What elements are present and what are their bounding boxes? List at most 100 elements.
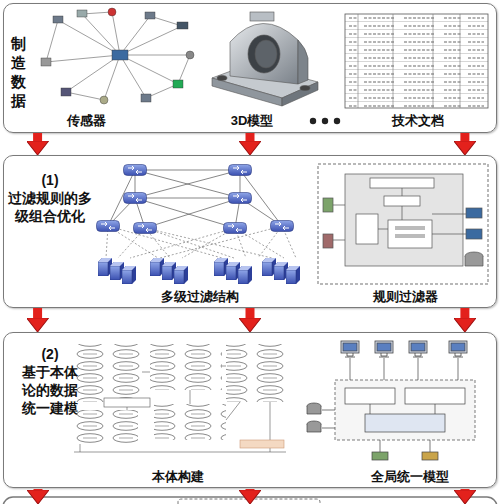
rule-filter-figure bbox=[345, 174, 463, 266]
image-caption: 3D模型 bbox=[187, 113, 317, 129]
server-cluster bbox=[274, 262, 288, 280]
pillow-block-model bbox=[282, 82, 318, 106]
network-switch bbox=[97, 221, 120, 232]
next-stage-panel bbox=[3, 497, 497, 504]
unified-model-figure bbox=[409, 341, 427, 357]
server-cluster bbox=[98, 258, 112, 276]
network-switch bbox=[124, 193, 147, 204]
unified-model-figure bbox=[307, 406, 321, 414]
pillow-block-model bbox=[255, 40, 277, 68]
rule-filter-figure bbox=[332, 188, 466, 240]
panel-heading: (2)基于本体论的数据统一建模 bbox=[20, 345, 80, 417]
sensor-device bbox=[100, 96, 108, 104]
rule-filter-figure bbox=[395, 234, 425, 238]
pillow-block-model bbox=[212, 78, 282, 106]
sensor-device bbox=[41, 8, 194, 104]
stage-panel: (1)过滤规则的多级组合优化 bbox=[3, 155, 497, 308]
unified-model-figure bbox=[449, 341, 467, 357]
pillow-block-model bbox=[298, 40, 308, 84]
unified-model-figure bbox=[307, 421, 321, 427]
network-switch bbox=[134, 223, 157, 234]
server-cluster bbox=[214, 258, 228, 276]
network-switch bbox=[224, 223, 247, 234]
image-caption: 规则过滤器 bbox=[340, 289, 470, 305]
next-stage-panel bbox=[178, 499, 320, 504]
unified-model-figure bbox=[405, 388, 465, 404]
network-switch bbox=[271, 221, 294, 232]
panel-title: 制造数据 bbox=[9, 34, 27, 110]
flow-arrow bbox=[460, 133, 469, 141]
filter-network-links bbox=[108, 170, 282, 228]
unified-model-figure bbox=[341, 341, 359, 357]
unified-model-figure bbox=[372, 452, 388, 460]
server-cluster bbox=[150, 258, 164, 276]
pillow-block-model bbox=[248, 35, 280, 73]
server-cluster bbox=[162, 262, 176, 280]
server-cluster bbox=[226, 262, 240, 280]
ontology-chart bbox=[74, 366, 286, 452]
tech-doc-table bbox=[345, 14, 488, 108]
panel-heading: (1)过滤规则的多级组合优化 bbox=[6, 171, 94, 225]
rule-filter-figure bbox=[323, 198, 333, 212]
unified-model-figure bbox=[307, 403, 321, 409]
unified-model-figure bbox=[335, 380, 475, 440]
tech-doc-table bbox=[345, 14, 488, 108]
server-cluster bbox=[110, 262, 124, 280]
ontology-chart bbox=[240, 440, 284, 448]
image-caption: 本体构建 bbox=[113, 469, 243, 485]
network-switch bbox=[229, 193, 252, 204]
outgoing-arrows bbox=[246, 489, 255, 490]
sensor-device bbox=[77, 10, 87, 17]
unified-model-figure bbox=[365, 414, 445, 432]
unified-model-figure bbox=[307, 341, 475, 460]
ontology-chart bbox=[104, 398, 150, 407]
flow-arrow bbox=[246, 133, 255, 141]
unified-model-figure bbox=[307, 424, 321, 432]
next-stage-panel bbox=[3, 497, 497, 504]
unified-model-figure bbox=[375, 341, 393, 357]
panel-title: 基于本体论的数据统一建模 bbox=[20, 363, 80, 417]
tech-doc-table bbox=[358, 14, 460, 108]
pillow-block-model bbox=[230, 23, 298, 84]
network-switch bbox=[124, 165, 147, 176]
image-caption: 传感器 bbox=[21, 113, 151, 129]
rule-filter-figure bbox=[388, 220, 432, 248]
rule-filter-figure bbox=[370, 178, 434, 188]
pillow-block-model bbox=[300, 86, 310, 91]
rule-filter-figure bbox=[465, 256, 483, 266]
sensor-device bbox=[53, 16, 63, 23]
sensor-network bbox=[46, 12, 190, 100]
sensor-device bbox=[108, 8, 116, 16]
rule-filter-figure bbox=[466, 229, 482, 239]
server-cluster bbox=[174, 266, 188, 284]
ontology-chart bbox=[154, 404, 226, 440]
stage-panel: (2)基于本体论的数据统一建模 bbox=[3, 332, 497, 488]
server-links bbox=[106, 226, 296, 258]
rule-filter-figure bbox=[318, 164, 488, 284]
ontology-chart bbox=[226, 344, 290, 402]
pillow-block-model bbox=[212, 12, 318, 106]
server-cluster bbox=[98, 258, 300, 284]
ontology-chart bbox=[150, 344, 222, 390]
rule-filter-figure bbox=[318, 164, 488, 284]
rule-filter-figure bbox=[356, 214, 378, 244]
sensor-device bbox=[61, 88, 71, 96]
rule-filter-figure bbox=[395, 226, 425, 230]
ontology-chart bbox=[72, 410, 138, 444]
server-cluster bbox=[286, 266, 300, 284]
server-cluster bbox=[122, 266, 136, 284]
server-cluster bbox=[262, 258, 276, 276]
flow-arrow bbox=[33, 308, 42, 318]
ellipsis-dots bbox=[334, 118, 340, 124]
server-links bbox=[106, 226, 296, 258]
panel-title: 过滤规则的多级组合优化 bbox=[6, 189, 94, 225]
network-switch bbox=[229, 165, 252, 176]
panel-heading: 制造数据 bbox=[9, 34, 27, 110]
ellipsis-dots bbox=[310, 118, 316, 124]
rule-filter-figure bbox=[465, 252, 483, 260]
sensor-device bbox=[177, 22, 188, 29]
sensor-device bbox=[173, 80, 183, 88]
sensor-device bbox=[41, 58, 51, 66]
